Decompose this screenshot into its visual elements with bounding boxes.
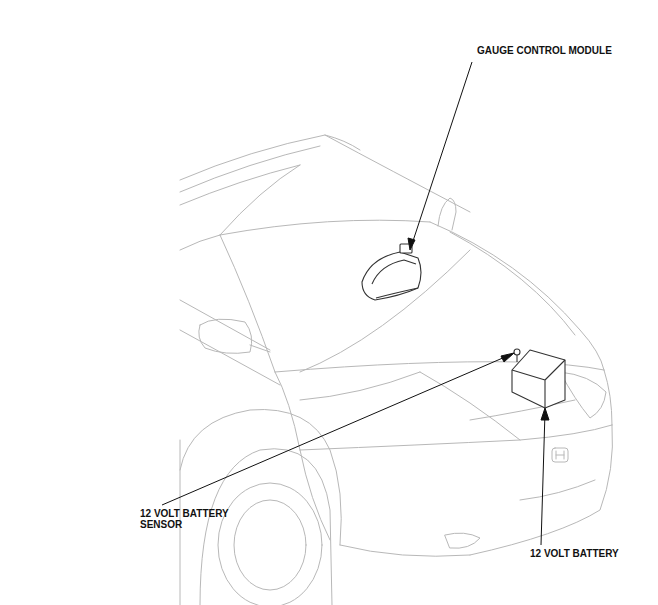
part-label: 12 VOLT BATTERY SENSOR [140, 508, 240, 530]
part-label: 12 VOLT BATTERY [530, 548, 650, 559]
part-label: GAUGE CONTROL MODULE [477, 45, 637, 56]
